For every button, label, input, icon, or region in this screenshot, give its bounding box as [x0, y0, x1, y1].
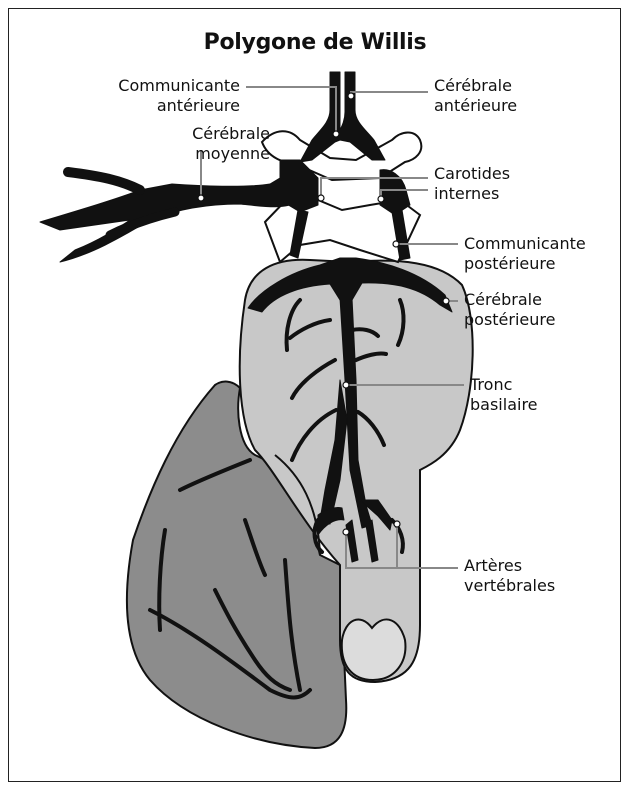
label-cerebrale-posterieure: Cérébrale postérieure [464, 290, 555, 330]
label-tronc-basilaire: Tronc basilaire [470, 375, 538, 415]
label-cerebrale-moyenne: Cérébrale moyenne [110, 124, 270, 164]
label-arteres-vertebrales: Artères vertébrales [464, 556, 555, 596]
label-carotides-internes: Carotides internes [434, 164, 510, 204]
label-communicante-posterieure: Communicante postérieure [464, 234, 586, 274]
label-communicante-anterieure: Communicante antérieure [80, 76, 240, 116]
medulla-bulb [342, 619, 406, 680]
label-cerebrale-anterieure: Cérébrale antérieure [434, 76, 517, 116]
